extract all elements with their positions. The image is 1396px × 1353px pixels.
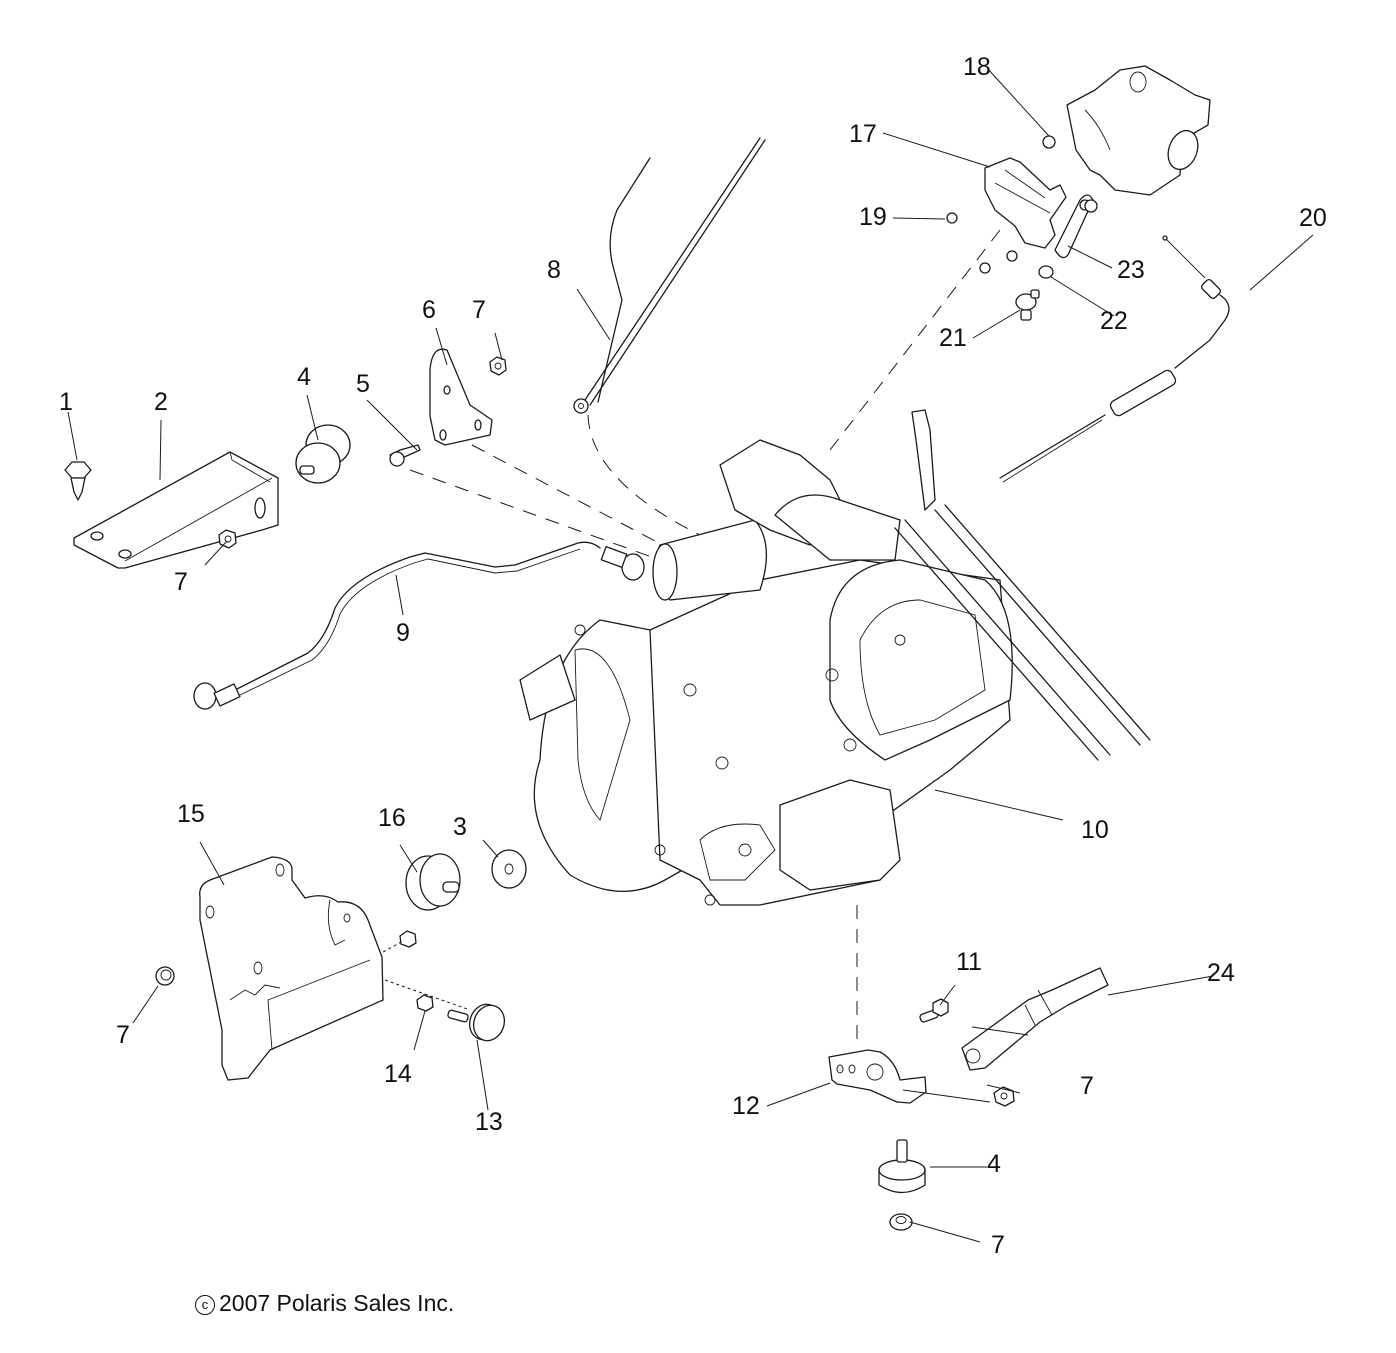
callout-2: 2 bbox=[154, 388, 168, 416]
part-1-screw bbox=[64, 461, 92, 501]
callout-24: 24 bbox=[1207, 959, 1235, 987]
part-5-bolt bbox=[389, 444, 421, 467]
leader-lines bbox=[67, 67, 1314, 1243]
part-19-screw bbox=[946, 212, 1018, 274]
callout-9: 9 bbox=[396, 619, 410, 647]
part-8-dipstick bbox=[573, 137, 766, 414]
part-20-throttle-cable bbox=[999, 235, 1230, 483]
callout-7-front-plate: 7 bbox=[116, 1021, 130, 1049]
part-6-engine-bracket bbox=[429, 348, 493, 446]
part-18-screw bbox=[1042, 135, 1056, 149]
part-10-engine bbox=[519, 409, 1151, 906]
callout-18: 18 bbox=[963, 53, 991, 81]
callout-11: 11 bbox=[956, 948, 982, 976]
copyright-icon: c bbox=[195, 1295, 215, 1315]
part-3-washer bbox=[491, 849, 527, 889]
callout-7-rear-bracket: 7 bbox=[1080, 1072, 1094, 1100]
part-7-nut-bottom bbox=[889, 1213, 913, 1231]
part-24-strap bbox=[961, 967, 1109, 1071]
part-7-nut-top bbox=[489, 356, 507, 376]
assembly-guide-lines bbox=[377, 229, 1001, 1040]
callout-labels: 1 2 3 4 4 5 6 7 7 7 7 7 8 9 10 11 12 13 … bbox=[59, 53, 1327, 1259]
callout-20: 20 bbox=[1299, 204, 1327, 232]
callout-14: 14 bbox=[384, 1060, 412, 1088]
part-7-nut-left bbox=[218, 529, 237, 549]
part-14-nut bbox=[399, 930, 434, 1012]
callout-8: 8 bbox=[547, 256, 561, 284]
part-7-nut-front-plate bbox=[155, 966, 175, 986]
callout-23: 23 bbox=[1117, 256, 1145, 284]
callout-15: 15 bbox=[177, 800, 205, 828]
callout-16: 16 bbox=[378, 804, 406, 832]
callout-10: 10 bbox=[1081, 816, 1109, 844]
part-15-front-plate bbox=[199, 856, 384, 1081]
callout-6: 6 bbox=[422, 296, 436, 324]
throttle-body bbox=[1066, 65, 1211, 196]
part-9-ground-cable bbox=[193, 541, 645, 710]
callout-19: 19 bbox=[859, 203, 887, 231]
part-23-hose bbox=[1054, 194, 1098, 259]
callout-12: 12 bbox=[732, 1092, 760, 1120]
part-7-nut-rear-bracket bbox=[993, 1086, 1015, 1107]
part-12-rear-bracket bbox=[828, 1049, 927, 1104]
callout-7-top: 7 bbox=[472, 296, 486, 324]
part-21-sensor bbox=[1015, 289, 1040, 321]
part-17-throttle-cover bbox=[984, 157, 1067, 249]
copyright-text: 2007 Polaris Sales Inc. bbox=[219, 1290, 455, 1316]
callout-17: 17 bbox=[849, 120, 877, 148]
part-13-bumper bbox=[447, 1003, 506, 1042]
callout-1: 1 bbox=[59, 388, 73, 416]
callout-3: 3 bbox=[453, 813, 467, 841]
callout-5: 5 bbox=[356, 370, 370, 398]
part-2-bracket bbox=[73, 451, 279, 569]
callout-21: 21 bbox=[939, 324, 967, 352]
callout-13: 13 bbox=[475, 1108, 503, 1136]
part-11-bolt bbox=[919, 998, 949, 1023]
part-16-rubber-mount bbox=[405, 853, 461, 911]
part-4-lower-mount bbox=[878, 1139, 926, 1194]
part-4-upper-mount bbox=[295, 424, 351, 484]
callout-7-left: 7 bbox=[174, 568, 188, 596]
callout-4-upper: 4 bbox=[297, 363, 311, 391]
callout-22: 22 bbox=[1100, 307, 1128, 335]
callout-4-lower: 4 bbox=[987, 1150, 1001, 1178]
callout-7-bottom: 7 bbox=[991, 1231, 1005, 1259]
part-22-clamp bbox=[1038, 265, 1054, 279]
